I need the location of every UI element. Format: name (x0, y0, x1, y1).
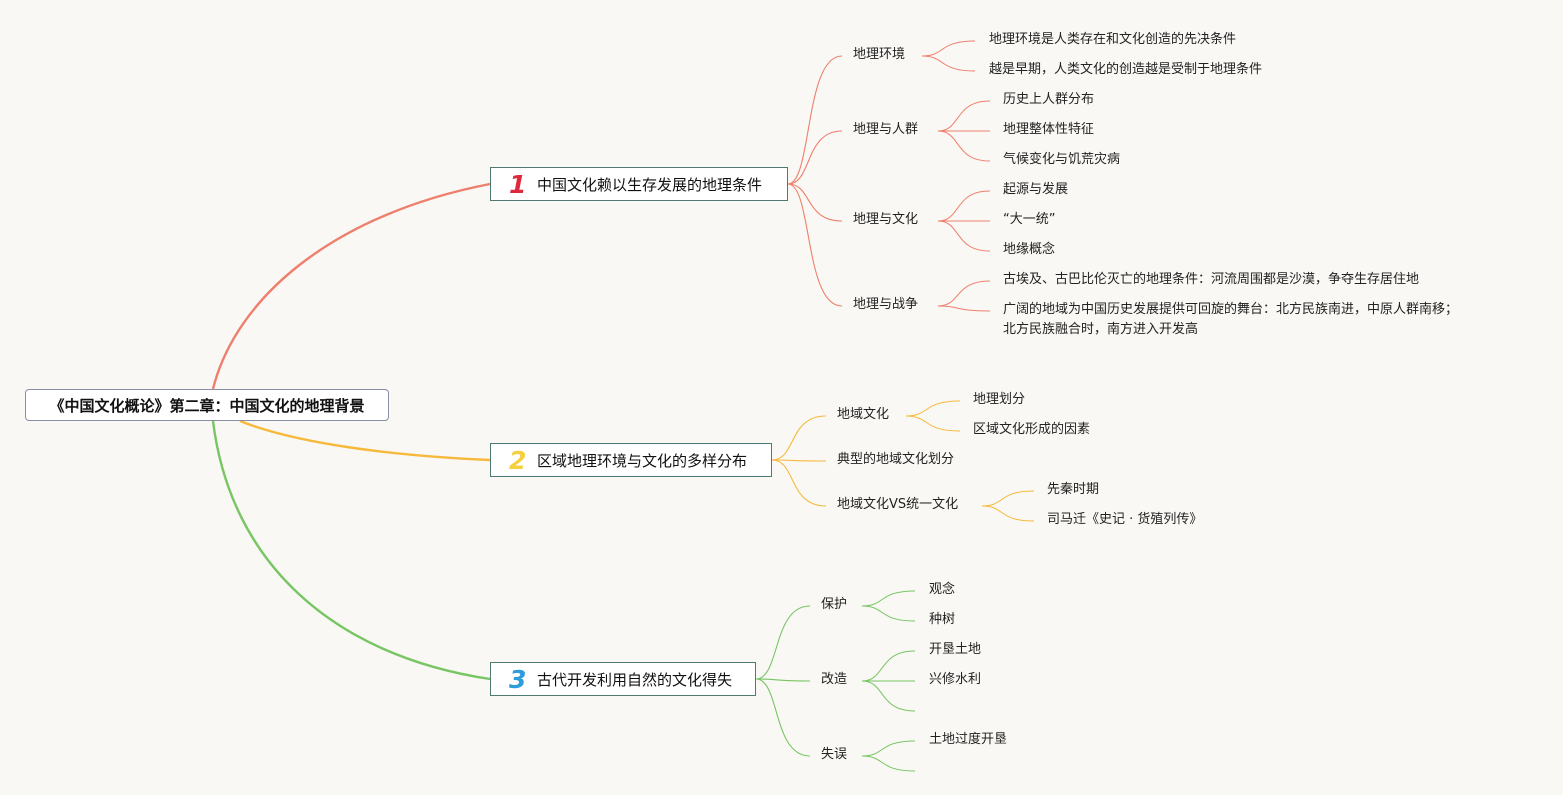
subtopic-geo-culture[interactable]: 地理与文化 (853, 212, 919, 227)
leaf-link (981, 490, 1035, 507)
leaf-topic[interactable]: 历史上人群分布 (1003, 92, 1095, 107)
leaf-link (981, 505, 1035, 522)
leaf-link (937, 190, 991, 222)
subtopic-regional-culture[interactable]: 地域文化 (837, 407, 890, 422)
leaf-link (937, 220, 991, 252)
root-topic[interactable]: 《中国文化概论》第二章：中国文化的地理背景 (25, 389, 389, 421)
leaf-link (861, 680, 916, 712)
leaf-topic[interactable]: 起源与发展 (1003, 182, 1069, 197)
branch-3-label: 古代开发利用自然的文化得失 (537, 670, 733, 689)
leaf-link (861, 590, 916, 607)
leaf-link (905, 400, 961, 417)
leaf-link (861, 740, 916, 757)
leaf-link (861, 755, 916, 772)
subtopic-geo-environment[interactable]: 地理环境 (853, 47, 906, 62)
branch-3-number: 3 (509, 664, 527, 694)
subtopic-geo-war[interactable]: 地理与战争 (853, 297, 919, 312)
leaf-topic[interactable]: 观念 (929, 582, 956, 597)
link-geo-war (787, 183, 843, 307)
branch-3-topic[interactable]: 3 古代开发利用自然的文化得失 (490, 662, 756, 696)
leaf-topic[interactable]: 古埃及、古巴比伦灭亡的地理条件：河流周围都是沙漠，争夺生存居住地 (1003, 272, 1420, 287)
leaf-link (937, 305, 991, 312)
subtopic-regional-vs-unified[interactable]: 地域文化VS统一文化 (837, 497, 959, 512)
root-link-branch-3 (211, 420, 491, 681)
leaf-topic[interactable]: 地理环境是人类存在和文化创造的先决条件 (989, 32, 1237, 47)
leaf-topic[interactable]: 地理划分 (973, 392, 1026, 407)
leaf-topic[interactable]: 地缘概念 (1003, 242, 1056, 257)
subtopic-typical-division[interactable]: 典型的地域文化划分 (837, 452, 955, 467)
branch-1-label: 中国文化赖以生存发展的地理条件 (537, 175, 763, 194)
branch-2-label: 区域地理环境与文化的多样分布 (537, 451, 748, 470)
leaf-link (861, 650, 916, 682)
root-link-branch-1 (211, 182, 491, 390)
leaf-topic-continued[interactable]: 北方民族融合时，南方进入开发高 (1003, 322, 1199, 337)
leaf-topic[interactable]: 区域文化形成的因素 (973, 422, 1091, 437)
link-typical-division (771, 459, 827, 462)
leaf-topic[interactable]: 先秦时期 (1047, 482, 1100, 497)
leaf-topic[interactable]: 种树 (929, 612, 956, 627)
subtopic-transformation[interactable]: 改造 (821, 672, 848, 687)
leaf-link (861, 605, 916, 622)
leaf-topic[interactable]: 兴修水利 (929, 672, 982, 687)
leaf-topic[interactable]: 越是早期，人类文化的创造越是受制于地理条件 (989, 62, 1263, 77)
leaf-topic[interactable]: 开垦土地 (929, 642, 982, 657)
link-geo-culture (787, 183, 843, 222)
branch-1-number: 1 (509, 169, 527, 199)
leaf-topic[interactable]: “大一统” (1003, 212, 1056, 227)
link-geo-environment (787, 55, 843, 185)
leaf-link (905, 415, 961, 432)
branch-2-topic[interactable]: 2 区域地理环境与文化的多样分布 (490, 443, 772, 477)
leaf-link (937, 280, 991, 307)
leaf-link (937, 100, 991, 132)
root-link-branch-2 (239, 419, 491, 462)
link-mistakes (755, 678, 811, 757)
branch-1-topic[interactable]: 1 中国文化赖以生存发展的地理条件 (490, 167, 788, 201)
leaf-topic[interactable]: 气候变化与饥荒灾病 (1003, 152, 1121, 167)
root-topic-label: 《中国文化概论》第二章：中国文化的地理背景 (49, 396, 365, 415)
subtopic-mistakes[interactable]: 失误 (821, 747, 848, 762)
branch-2-number: 2 (509, 445, 527, 475)
leaf-topic[interactable]: 司马迁《史记 · 货殖列传》 (1047, 512, 1203, 527)
leaf-topic[interactable]: 广阔的地域为中国历史发展提供可回旋的舞台：北方民族南进，中原人群南移； (1003, 302, 1459, 317)
link-geo-population (787, 130, 843, 185)
link-transformation (755, 678, 811, 682)
subtopic-protection[interactable]: 保护 (821, 597, 848, 612)
leaf-link (921, 40, 976, 57)
leaf-topic[interactable]: 地理整体性特征 (1003, 122, 1095, 137)
leaf-link (921, 55, 976, 72)
leaf-link (937, 130, 991, 162)
leaf-topic[interactable]: 土地过度开垦 (929, 732, 1008, 747)
link-regional-culture (771, 415, 827, 461)
link-protection (755, 605, 811, 680)
subtopic-geo-population[interactable]: 地理与人群 (853, 122, 919, 137)
link-regional-vs-unified (771, 459, 827, 507)
